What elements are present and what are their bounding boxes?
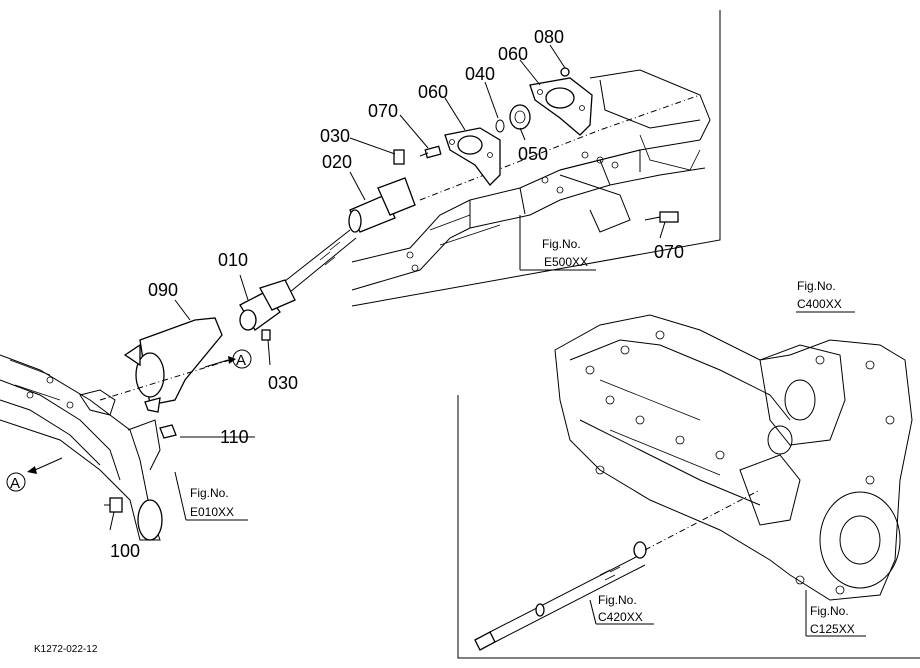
drawing-code: K1272-022-12 <box>34 644 98 655</box>
label-030-lower: 030 <box>268 373 298 393</box>
ref-e010-title: Fig.No. <box>190 486 229 500</box>
ref-c420-code: C420XX <box>598 610 643 624</box>
arrow-a-right <box>204 356 236 368</box>
transmission-case <box>554 314 913 601</box>
svg-text:A: A <box>236 352 246 369</box>
drive-shaft-c420 <box>474 541 647 651</box>
label-080: 080 <box>534 27 564 47</box>
universal-joint-010 <box>239 279 296 341</box>
ref-c420-title: Fig.No. <box>598 593 637 607</box>
ref-e500-code: E500XX <box>544 255 588 269</box>
label-100: 100 <box>110 541 140 561</box>
svg-text:A: A <box>10 475 20 492</box>
bracket-060-right <box>529 77 593 136</box>
label-060-left: 060 <box>418 82 448 102</box>
frame-panel-outline <box>351 10 721 307</box>
leader-lines <box>109 44 666 531</box>
ref-e500-title: Fig.No. <box>542 237 581 251</box>
cover-090 <box>123 317 223 413</box>
bearing-050 <box>509 104 531 130</box>
bolt-100 <box>104 497 123 513</box>
ref-c125-code: C125XX <box>810 622 855 636</box>
ref-c400-title: Fig.No. <box>797 279 836 293</box>
ref-c125-title: Fig.No. <box>810 604 849 618</box>
label-040: 040 <box>465 64 495 84</box>
axle-housing <box>0 354 163 541</box>
bolt-080 <box>560 67 570 77</box>
transmission-panel-outline <box>457 395 920 659</box>
shaft-010 <box>279 229 357 293</box>
label-030-upper: 030 <box>320 126 350 146</box>
label-070-upper: 070 <box>368 101 398 121</box>
label-070-lower: 070 <box>654 242 684 262</box>
arrow-a-left <box>27 457 63 474</box>
coupling-020 <box>348 149 416 233</box>
label-110: 110 <box>220 427 249 447</box>
bracket-060-left <box>444 127 501 186</box>
bolt-070-upper <box>419 145 442 159</box>
ref-e010-code: E010XX <box>190 505 234 519</box>
marker-a-right: A <box>232 349 252 369</box>
label-090: 090 <box>148 280 178 300</box>
label-020: 020 <box>322 152 352 172</box>
snap-ring-040 <box>495 119 505 133</box>
label-050: 050 <box>518 144 548 164</box>
ref-underlines <box>174 215 866 637</box>
label-060-right: 060 <box>498 44 528 64</box>
bolt-070-lower <box>644 211 679 223</box>
frame-rail <box>351 69 711 291</box>
clip-110 <box>159 424 177 439</box>
label-010: 010 <box>218 250 248 270</box>
marker-a-left: A <box>6 472 26 492</box>
ref-c400-code: C400XX <box>797 297 842 311</box>
